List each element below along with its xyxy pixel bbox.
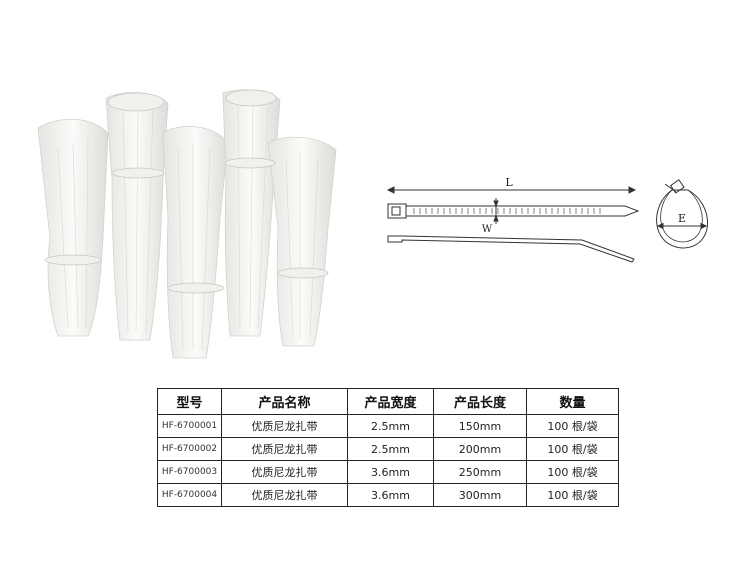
header-width: 产品宽度 [347, 388, 434, 415]
cell-quantity: 100 根/袋 [526, 437, 619, 461]
tie-band [224, 157, 276, 169]
cell-length: 250mm [433, 460, 527, 484]
tie-band [277, 267, 329, 279]
header-product-name: 产品名称 [221, 388, 348, 415]
table-row: HF-6700003 优质尼龙扎带 3.6mm 250mm 100 根/袋 [157, 460, 619, 484]
cell-product-name: 优质尼龙扎带 [221, 414, 348, 438]
tie-head [387, 203, 407, 219]
tie-bundle-3 [162, 126, 229, 359]
tie-band [111, 167, 165, 179]
table-header-row: 型号 产品名称 产品宽度 产品长度 数量 [157, 388, 619, 415]
cell-length: 200mm [433, 437, 527, 461]
cell-width: 3.6mm [347, 460, 434, 484]
cell-product-name: 优质尼龙扎带 [221, 460, 348, 484]
header-length: 产品长度 [433, 388, 527, 415]
tie-band [44, 254, 102, 266]
cell-quantity: 100 根/袋 [526, 460, 619, 484]
tie-strap [405, 205, 640, 217]
cell-product-name: 优质尼龙扎带 [221, 437, 348, 461]
table-row: HF-6700001 优质尼龙扎带 2.5mm 150mm 100 根/袋 [157, 414, 619, 438]
cell-length: 150mm [433, 414, 527, 438]
cell-width: 2.5mm [347, 437, 434, 461]
cell-model: HF-6700004 [157, 483, 222, 507]
header-model: 型号 [157, 388, 222, 415]
cell-width: 2.5mm [347, 414, 434, 438]
diameter-label: E [678, 212, 686, 225]
tie-heads [107, 92, 165, 112]
cell-quantity: 100 根/袋 [526, 414, 619, 438]
cell-model: HF-6700003 [157, 460, 222, 484]
cell-model: HF-6700001 [157, 414, 222, 438]
length-label: L [505, 176, 513, 189]
cable-ties-photo [37, 89, 337, 359]
tie-band [167, 282, 225, 294]
cell-model: HF-6700002 [157, 437, 222, 461]
cell-width: 3.6mm [347, 483, 434, 507]
table-row: HF-6700004 优质尼龙扎带 3.6mm 300mm 100 根/袋 [157, 483, 619, 507]
cell-length: 300mm [433, 483, 527, 507]
tie-bundle-1 [37, 118, 109, 337]
spec-table: 型号 产品名称 产品宽度 产品长度 数量 HF-6700001 优质尼龙扎带 2… [157, 388, 619, 507]
table-row: HF-6700002 优质尼龙扎带 2.5mm 200mm 100 根/袋 [157, 437, 619, 461]
cable-tie-diagram: L W E [386, 176, 709, 263]
tie-side-view [387, 235, 635, 263]
tie-heads [225, 89, 277, 107]
width-label: W [482, 224, 493, 235]
tie-loop [656, 189, 709, 249]
cell-quantity: 100 根/袋 [526, 483, 619, 507]
cell-product-name: 优质尼龙扎带 [221, 483, 348, 507]
tie-bundle-5 [267, 136, 337, 347]
header-quantity: 数量 [526, 388, 619, 415]
